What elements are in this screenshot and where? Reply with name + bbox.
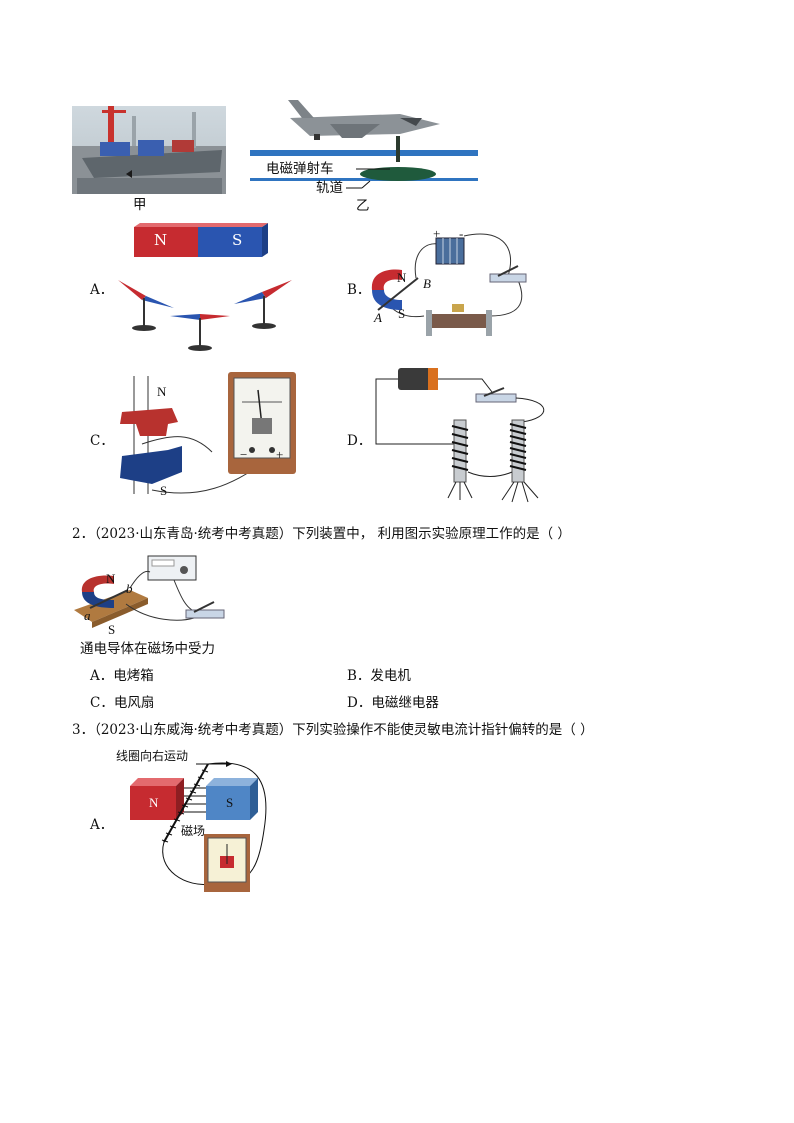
label-track: 轨道 [316, 180, 343, 196]
q3-label-motion: 线圈向右运动 [116, 749, 189, 763]
q2-option-c[interactable]: C．电风扇 [90, 694, 154, 712]
magnet-s-label: S [232, 231, 243, 249]
option-b-plus: + [433, 226, 441, 241]
bar-magnet-s-icon [206, 778, 258, 820]
q3-option-a-letter: A． [90, 817, 114, 833]
label-catapult-car: 电磁弹射车 [266, 161, 334, 177]
carrier-photo [72, 106, 226, 194]
option-b-letter: B． [347, 282, 371, 298]
rheostat-icon [426, 304, 492, 336]
q2-option-c-letter: C． [90, 695, 114, 711]
option-b-pole-s: S [398, 306, 406, 321]
q2-option-a-letter: A． [90, 668, 114, 684]
battery-icon [398, 368, 438, 390]
battery-icon [435, 237, 465, 265]
q3-pole-n: N [149, 795, 159, 810]
q3-pole-s: S [226, 795, 234, 810]
q2-option-b-text: 发电机 [370, 668, 411, 684]
q3-label-field: 磁场 [181, 824, 206, 838]
option-b-rod-a: A [374, 310, 382, 325]
q2-pole-s: S [108, 622, 116, 637]
electromagnet-coil-icon [501, 419, 539, 503]
q2-option-a-text: 电烤箱 [113, 668, 154, 684]
carrier-photo-drawing [72, 106, 226, 194]
caption-jia: 甲 [133, 197, 147, 213]
option-b-rod-b: B [423, 276, 431, 291]
option-c-meter-minus: − [240, 447, 248, 462]
q2-motor-diagram [74, 555, 225, 628]
q2-option-d[interactable]: D．电磁继电器 [347, 694, 439, 712]
option-b-pole-n: N [397, 270, 407, 285]
option-c-letter: C． [90, 433, 114, 449]
q2-figure-caption: 通电导体在磁场中受力 [80, 641, 215, 657]
compass-needles [118, 280, 292, 351]
option-d-letter: D． [347, 433, 372, 449]
q3-stem: 3．（2023·山东威海·统考中考真题）下列实验操作不能使灵敏电流计指针偏转的是… [72, 722, 594, 738]
compass-needle-icon [118, 280, 174, 331]
q2-rod-a: a [84, 608, 91, 623]
option-c-pole-n: N [157, 384, 167, 399]
q3-induction-diagram [130, 761, 267, 892]
q2-option-a[interactable]: A．电烤箱 [90, 667, 154, 685]
catapult-diagram [250, 94, 478, 190]
electromagnet-coil-icon [447, 419, 473, 500]
switch-icon [489, 265, 527, 283]
catapult-label-lines [346, 168, 390, 189]
horseshoe-magnet-icon [371, 269, 402, 310]
switch-icon [475, 387, 517, 403]
horseshoe-magnet-icon [81, 575, 114, 608]
q2-pole-n: N [106, 571, 116, 586]
q2-option-c-text: 电风扇 [113, 695, 155, 711]
jet-icon [288, 100, 440, 140]
bar-magnet [130, 223, 270, 259]
switch-icon [185, 601, 225, 619]
q2-option-d-text: 电磁继电器 [371, 695, 439, 711]
motor-experiment-circuit [371, 233, 527, 336]
induction-experiment [120, 372, 296, 494]
coil-icon [161, 763, 209, 843]
q2-stem: 2．（2023·山东青岛·统考中考真题）下列装置中， 利用图示实验原理工作的是（… [72, 526, 571, 542]
q2-option-b-letter: B． [347, 668, 371, 684]
option-a-letter: A． [90, 282, 114, 298]
power-supply-icon [147, 555, 197, 581]
q2-rod-b: b [126, 581, 133, 596]
electromagnet-experiment [375, 368, 545, 503]
compass-needle-icon [234, 280, 292, 329]
galvanometer-icon [228, 372, 296, 474]
option-c-meter-plus: + [276, 447, 284, 462]
caption-yi: 乙 [356, 198, 370, 214]
horseshoe-magnet-icon [120, 408, 182, 484]
compass-needle-icon [170, 314, 230, 351]
option-b-minus: - [459, 226, 464, 241]
bar-magnet-n-icon [130, 778, 184, 820]
catapult-drawing [250, 100, 478, 181]
q2-option-b[interactable]: B．发电机 [347, 667, 411, 685]
magnet-n-label: N [154, 231, 168, 249]
galvanometer-icon [204, 834, 250, 892]
q2-option-d-letter: D． [347, 695, 372, 711]
option-c-pole-s: S [160, 483, 168, 498]
